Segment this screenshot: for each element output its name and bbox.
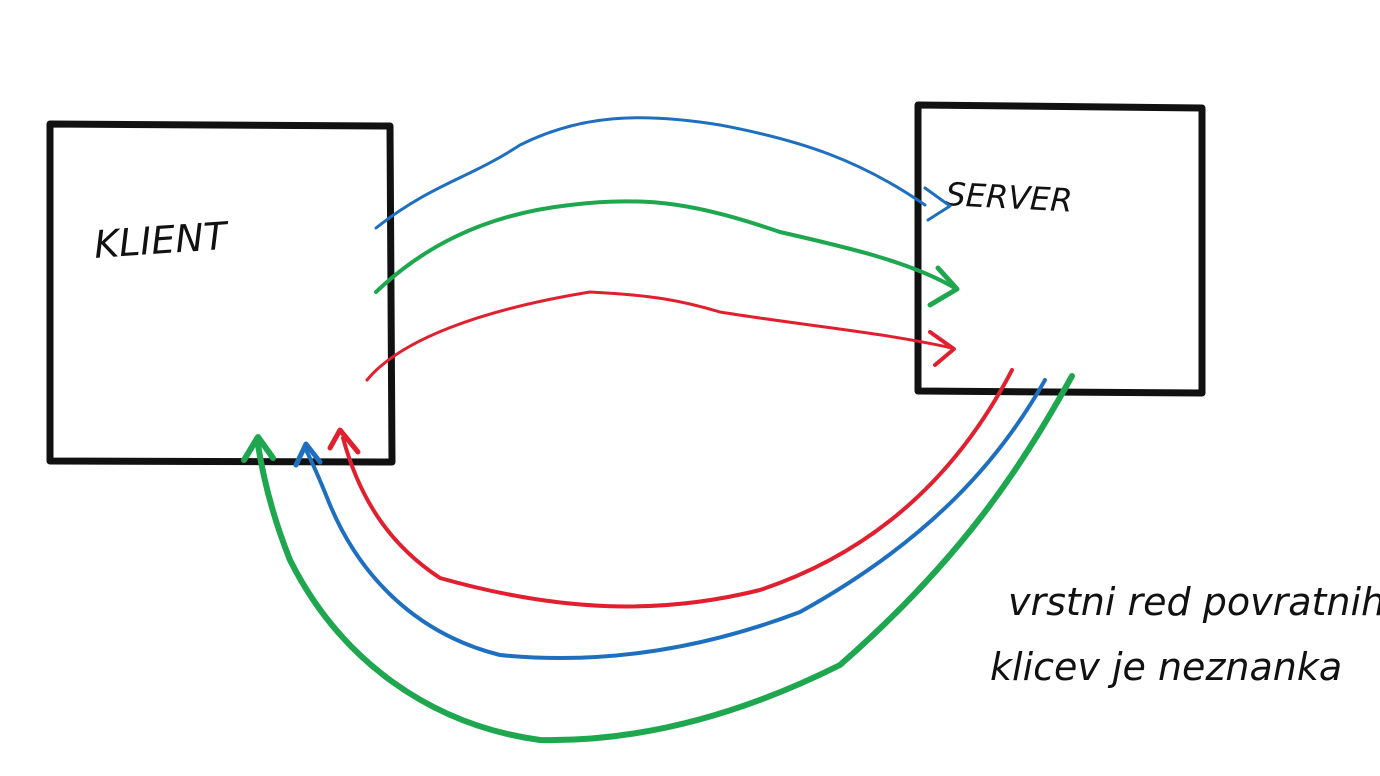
callback-red-arrowhead bbox=[327, 427, 361, 455]
request-red bbox=[365, 290, 956, 382]
server-node: SERVER bbox=[914, 101, 1206, 397]
request-red-line bbox=[365, 290, 954, 382]
client-label: KLIENT bbox=[93, 214, 231, 267]
server-label: SERVER bbox=[945, 175, 1074, 220]
note-line-1: vrstni red povratnih bbox=[1008, 580, 1380, 624]
request-red-arrowhead bbox=[928, 330, 956, 367]
note-line-2: klicev je neznanka bbox=[990, 645, 1342, 689]
callback-blue bbox=[293, 378, 1047, 660]
callback-green-arrowhead bbox=[241, 434, 276, 463]
request-green-line bbox=[374, 199, 957, 294]
callback-red-line bbox=[341, 368, 1014, 609]
callback-blue-line bbox=[304, 378, 1047, 660]
callback-green bbox=[241, 373, 1075, 744]
request-green-arrowhead bbox=[927, 265, 960, 308]
client-node: KLIENT bbox=[46, 120, 396, 466]
note: vrstni red povratnih klicev je neznanka bbox=[990, 580, 1380, 689]
server-box bbox=[914, 101, 1206, 397]
request-blue-line bbox=[374, 116, 927, 230]
request-blue bbox=[374, 116, 952, 230]
request-green bbox=[374, 199, 960, 308]
callback-green-line bbox=[255, 373, 1075, 744]
callback-blue-arrowhead bbox=[293, 441, 323, 468]
callback-red bbox=[327, 368, 1014, 609]
client-box bbox=[46, 120, 396, 466]
request-blue-arrowhead bbox=[923, 186, 952, 222]
